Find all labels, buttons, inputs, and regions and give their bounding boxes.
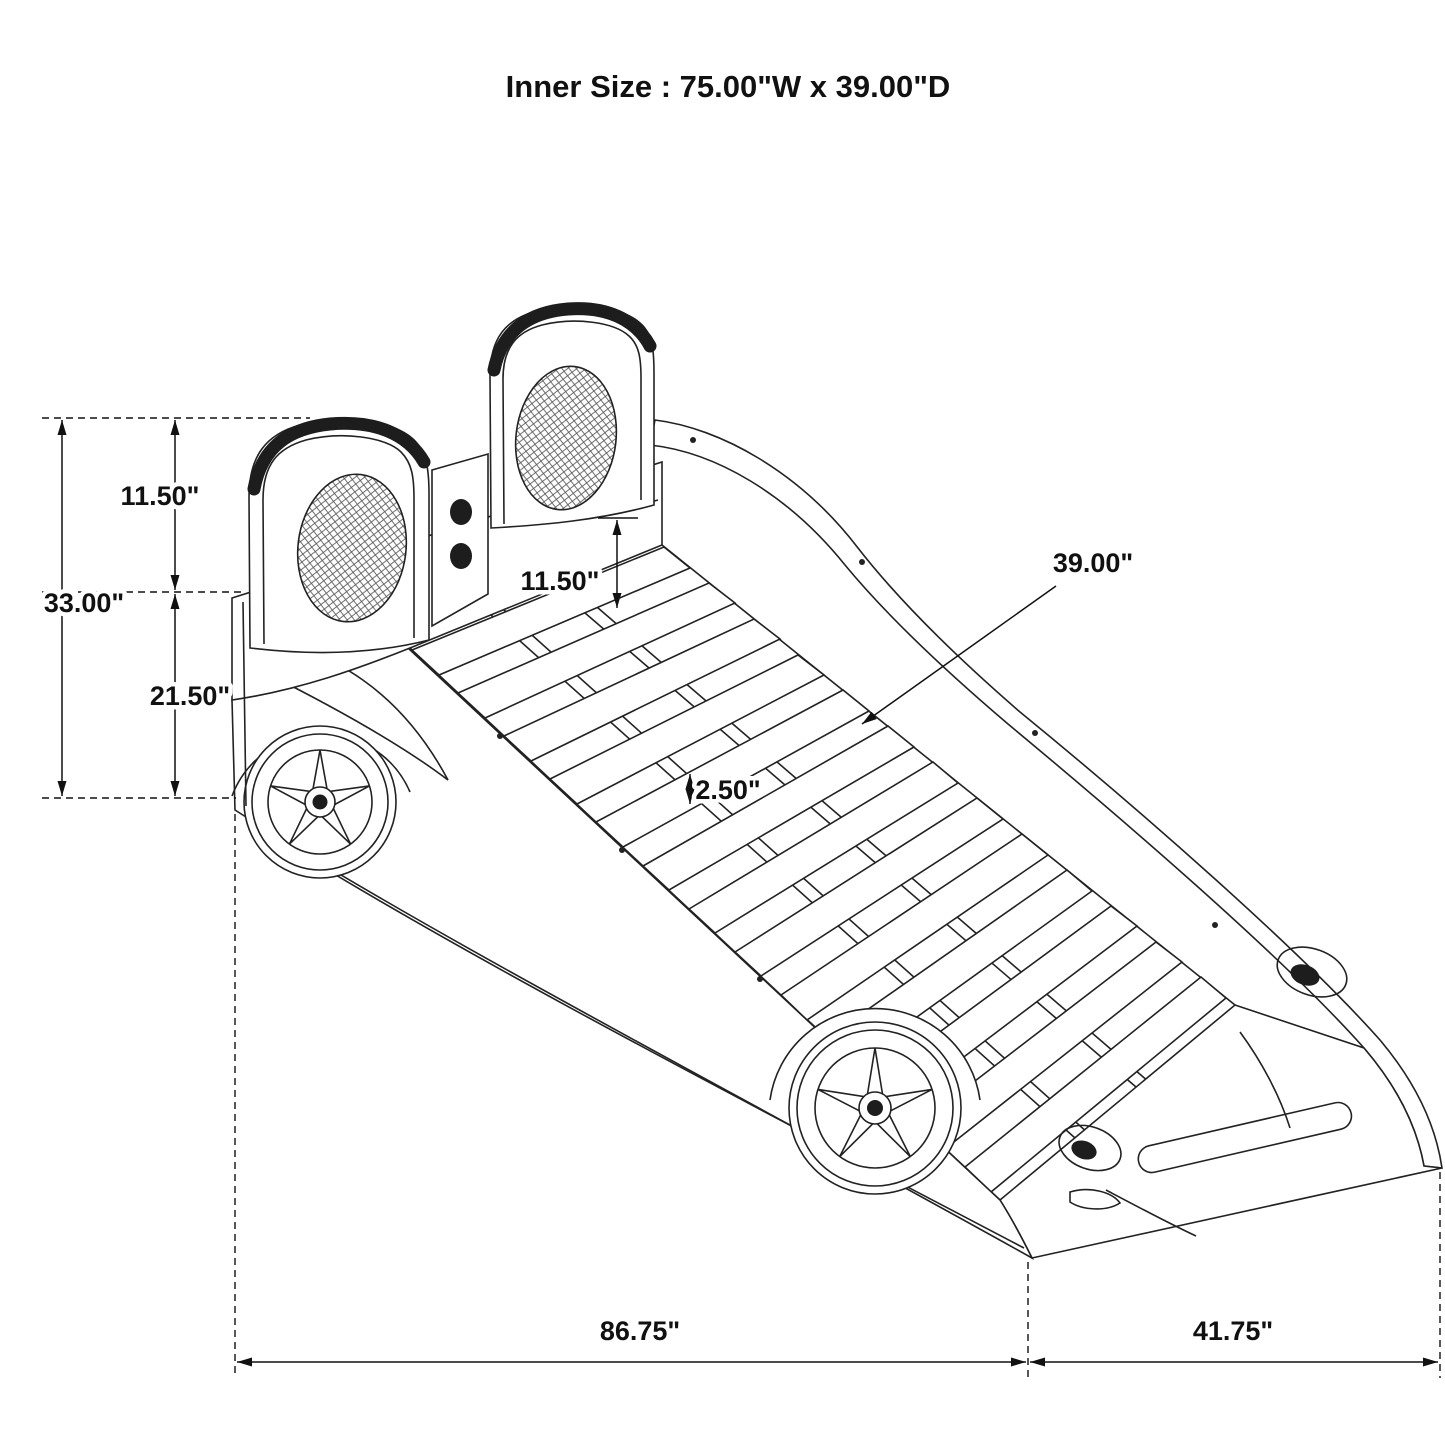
- slat: [687, 761, 960, 934]
- screw-dot: [1032, 730, 1038, 736]
- slat: [594, 689, 871, 848]
- hood-line: [1105, 1189, 1197, 1237]
- screw-dot: [690, 437, 696, 443]
- dim-label-front-extension: 41.75": [1193, 1316, 1273, 1346]
- headboard-group: [231, 302, 663, 807]
- seat-left: [247, 416, 431, 654]
- diagram-title: Inner Size : 75.00"W x 39.00"D: [506, 69, 951, 104]
- rear-wheel-arch: [769, 1007, 981, 1101]
- headboard-inner-line: [242, 601, 247, 807]
- rear-wheel: [788, 1021, 962, 1195]
- slat: [548, 654, 826, 805]
- car-drawing: [231, 302, 1443, 1260]
- dim-label-slat-thickness: 2.50": [695, 775, 760, 805]
- speaker: [450, 543, 472, 569]
- front-wheel-hub: [312, 794, 328, 810]
- bumper-detail: [1069, 1188, 1122, 1210]
- dim-label-upper-height: 11.50": [121, 481, 200, 511]
- screw-dots: [497, 437, 1218, 982]
- dim-label-headboard-clearance: 11.50": [521, 566, 600, 596]
- screw-dot: [497, 733, 503, 739]
- screw-dot: [1212, 922, 1218, 928]
- seat-left-cushion: [296, 473, 408, 623]
- dim-label-lower-height: 21.50": [150, 681, 230, 711]
- dim-label-total-height: 33.00": [44, 588, 124, 618]
- front-grille: [1137, 1101, 1353, 1174]
- slat: [456, 582, 737, 719]
- seat-right-top-pad: [487, 302, 657, 377]
- rear-wheel-hub: [867, 1100, 883, 1116]
- speaker: [450, 499, 472, 525]
- dimension-annotations: 11.50" 33.00" 21.50" 11.50" 39.00" 2.50"…: [39, 417, 1441, 1378]
- extension-lines: [42, 417, 1441, 1378]
- screw-dot: [757, 976, 763, 982]
- seat-right: [487, 302, 657, 529]
- console: [431, 452, 489, 628]
- headlight: [1058, 1124, 1122, 1172]
- hood-line: [1239, 1031, 1291, 1129]
- seat-left-top-pad: [247, 416, 431, 496]
- screw-dot: [859, 559, 865, 565]
- slat: [641, 725, 916, 891]
- slats-group: [410, 546, 1228, 1194]
- seat-right-cushion: [514, 365, 618, 511]
- dim-label-bed-depth: 39.00": [1053, 548, 1133, 578]
- dim-label-main-length: 86.75": [600, 1316, 680, 1346]
- front-details: [1058, 946, 1353, 1237]
- slat: [502, 618, 782, 762]
- headlight: [1276, 946, 1348, 998]
- leader-bed-depth: [861, 585, 1057, 725]
- front-wheel: [243, 725, 397, 879]
- screw-dot: [619, 847, 625, 853]
